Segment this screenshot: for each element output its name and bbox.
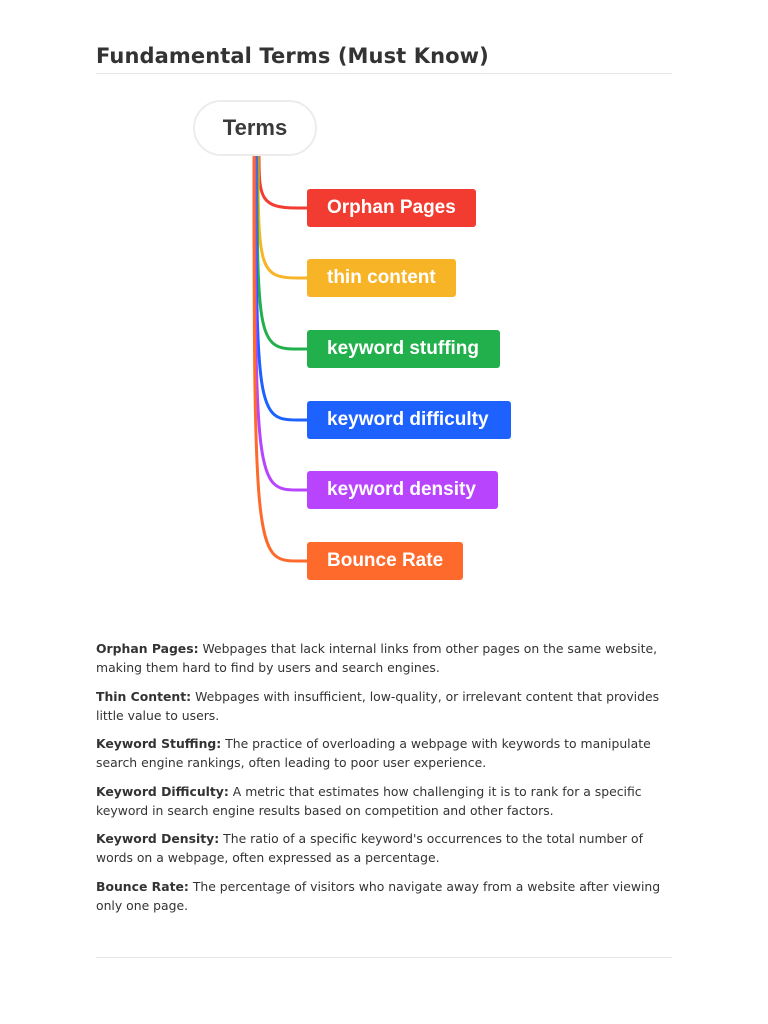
definition-bounce-rate: Bounce Rate: The percentage of visitors …: [96, 877, 676, 915]
definition-keyword-stuffing: Keyword Stuffing: The practice of overlo…: [96, 734, 676, 772]
branch-node-bounce-rate: Bounce Rate: [307, 542, 463, 580]
branch-node-keyword-density: keyword density: [307, 471, 498, 509]
connector-thin-content: [256, 155, 309, 280]
branch-node-thin-content: thin content: [307, 259, 456, 297]
definition-term: Keyword Difficulty:: [96, 783, 229, 799]
definition-text: A metric that estimates how challenging …: [96, 783, 642, 818]
title-divider: [96, 73, 672, 74]
definition-keyword-density: Keyword Density: The ratio of a specific…: [96, 829, 676, 867]
branch-node-keyword-stuffing: keyword stuffing: [307, 330, 500, 368]
mindmap-connectors: [252, 155, 309, 563]
connector-keyword-stuffing: [255, 155, 309, 351]
definition-keyword-difficulty: Keyword Difficulty: A metric that estima…: [96, 782, 676, 820]
definition-text: The percentage of visitors who navigate …: [96, 878, 661, 913]
definition-text: Webpages that lack internal links from o…: [96, 641, 658, 675]
definition-term: Keyword Density:: [96, 831, 220, 846]
definition-text: The ratio of a specific keyword's occurr…: [96, 831, 644, 865]
definitions-list: Orphan Pages: Webpages that lack interna…: [96, 639, 676, 924]
definition-text: The practice of overloading a webpage wi…: [96, 736, 651, 770]
branch-node-orphan-pages: Orphan Pages: [307, 189, 476, 227]
definition-text: Webpages with insufficient, low-quality,…: [96, 688, 660, 723]
bottom-divider: [96, 957, 672, 958]
mindmap-root-node: Terms: [193, 100, 317, 156]
definition-term: Thin Content:: [96, 688, 192, 704]
connector-orphan-pages: [257, 155, 309, 210]
definition-term: Bounce Rate:: [96, 878, 189, 894]
branch-node-keyword-difficulty: keyword difficulty: [307, 401, 511, 439]
definition-term: Keyword Stuffing:: [96, 736, 222, 751]
definition-orphan-pages: Orphan Pages: Webpages that lack interna…: [96, 639, 676, 677]
definition-thin-content: Thin Content: Webpages with insufficient…: [96, 687, 676, 725]
mindmap-diagram: Terms Orphan Pages thin content keyword …: [193, 100, 511, 580]
page-title: Fundamental Terms (Must Know): [96, 44, 489, 68]
connector-bounce-rate: [252, 155, 309, 563]
definition-term: Orphan Pages:: [96, 641, 199, 656]
